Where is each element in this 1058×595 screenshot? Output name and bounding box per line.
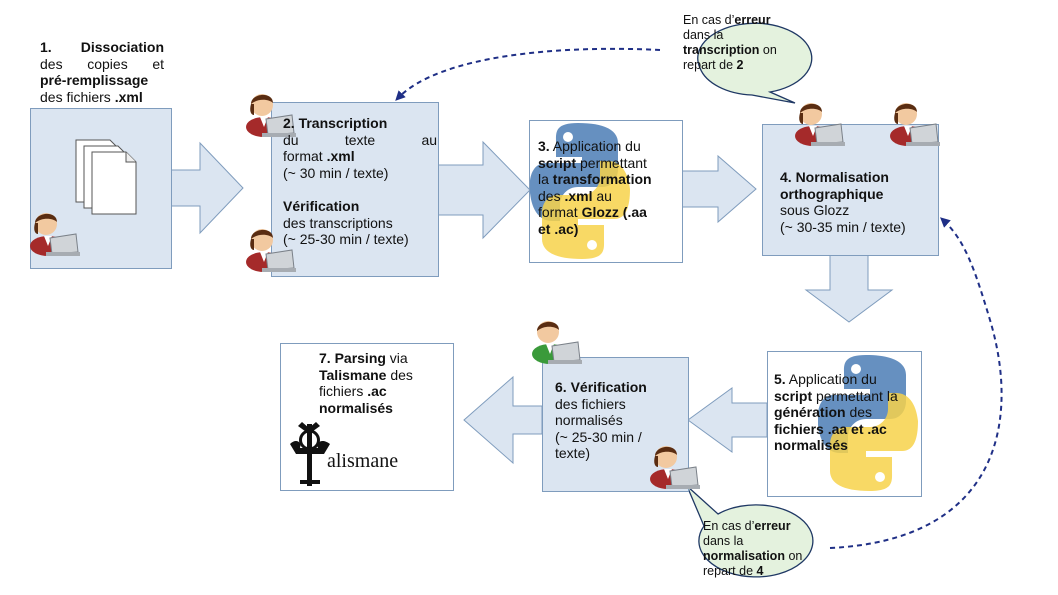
flow-arrow-1-2	[170, 141, 244, 235]
error-bubble-top-text: En cas d’erreur dans la transcription on…	[683, 13, 777, 72]
person-laptop-icon	[889, 102, 941, 147]
flow-arrow-6-7	[463, 375, 543, 465]
step1-title: 1. Dissociation	[40, 39, 164, 56]
flow-arrow-2-3	[437, 140, 531, 240]
step5-text: 5. Application du script permettant la g…	[774, 371, 898, 453]
step7-title: 7. Parsing	[319, 350, 386, 366]
person-laptop-icon	[29, 212, 81, 257]
step3-text: 3. Application du script permettant la t…	[538, 138, 652, 237]
step2-text: 2. Transcription du texte au format .xml…	[283, 115, 438, 247]
person-laptop-icon	[794, 102, 846, 147]
step1-text: 1. Dissociation des copies et pré-rempli…	[40, 39, 165, 105]
talismane-logo-text: alismane	[327, 450, 399, 472]
talismane-logo-icon	[290, 422, 330, 486]
step1-number: 1.	[40, 39, 52, 55]
step1-line2: des copies et	[40, 55, 165, 72]
retry-arrow-to-step2	[395, 47, 661, 101]
step4-title: 4. Normalisation	[780, 169, 889, 185]
person-laptop-icon	[531, 320, 583, 365]
step2-box	[271, 102, 439, 277]
python-logo-icon	[530, 123, 630, 259]
flow-arrow-3-4	[681, 154, 757, 224]
document-stack-icon	[75, 139, 137, 215]
step6-text: 6. Vérification des fichiers normalisés …	[555, 379, 647, 461]
step4-text: 4. Normalisation orthographique sous Glo…	[780, 169, 906, 235]
error-bubble-bottom-text: En cas d’erreur dans la normalisation on…	[703, 519, 803, 578]
step6-title: 6. Vérification	[555, 379, 647, 395]
step2-title: 2. Transcription	[283, 115, 388, 131]
step2-verification-title: Vérification	[283, 198, 360, 214]
step7-text: 7. Parsing via Talismane des fichiers .a…	[319, 350, 413, 416]
flow-arrow-5-6	[687, 387, 768, 453]
step1-title-word: Dissociation	[80, 39, 164, 55]
step1-prefill: pré-remplissage	[40, 72, 149, 88]
retry-arrow-to-step4	[829, 217, 1003, 549]
python-logo-icon	[818, 355, 918, 491]
flow-arrow-4-5	[804, 254, 894, 323]
error-bubble-top-shape	[697, 22, 813, 104]
error-bubble-bottom-shape	[686, 485, 814, 578]
